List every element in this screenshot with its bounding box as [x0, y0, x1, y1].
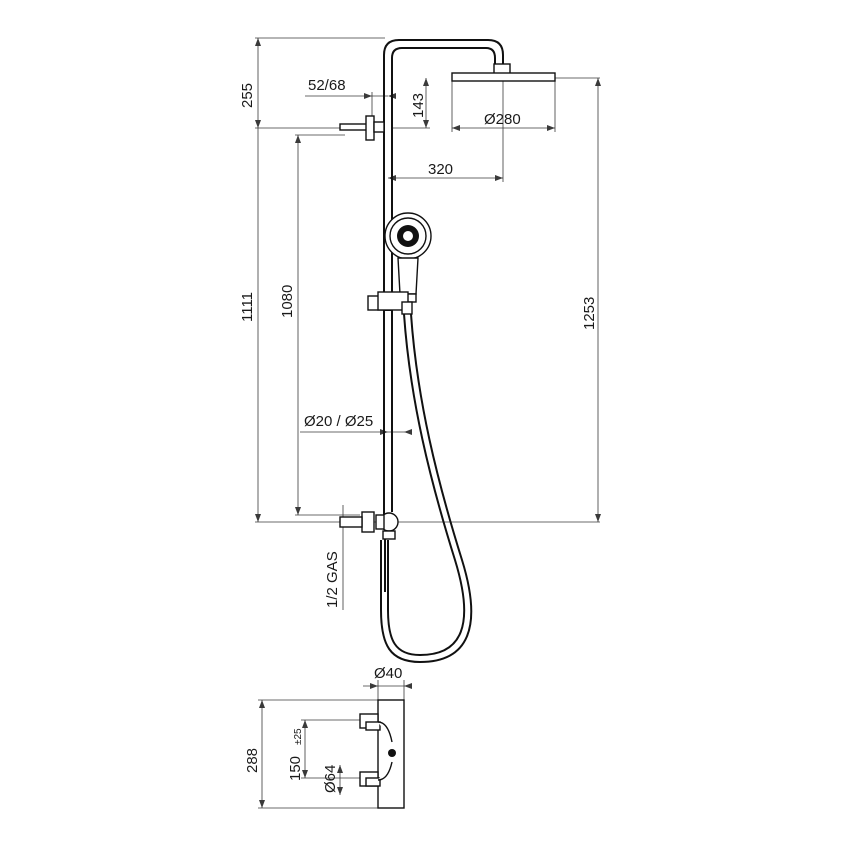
- label-head-diameter: Ø280: [484, 111, 521, 128]
- label-52-68: 52/68: [308, 77, 346, 94]
- dimension-lines: [255, 37, 600, 809]
- label-150: 150: [287, 756, 304, 781]
- label-inlet-thread: 1/2 GAS: [324, 551, 341, 608]
- label-tube-diameter: Ø20 / Ø25: [304, 413, 373, 430]
- label-1080: 1080: [279, 285, 296, 318]
- diverter-mixer: [339, 511, 399, 592]
- dimension-labels: 255 52/68 143 Ø280 320 1111 1080 1253 Ø2…: [239, 77, 598, 793]
- label-1253: 1253: [581, 297, 598, 330]
- slider-holder: [367, 291, 413, 315]
- label-1111: 1111: [239, 292, 256, 322]
- dimension-arrows: [255, 38, 601, 808]
- label-143: 143: [410, 93, 427, 118]
- label-288: 288: [244, 748, 261, 773]
- mixer-top-view: [359, 699, 405, 809]
- label-cover-diameter: Ø64: [322, 765, 339, 793]
- flexible-hose: [380, 313, 473, 664]
- label-body-diameter: Ø40: [374, 665, 402, 682]
- wall-bracket: [339, 115, 385, 141]
- overhead-shower-head: [451, 63, 556, 82]
- label-320: 320: [428, 161, 453, 178]
- label-255: 255: [239, 83, 256, 108]
- hand-shower: [384, 212, 432, 303]
- label-tolerance: ±25: [293, 728, 304, 745]
